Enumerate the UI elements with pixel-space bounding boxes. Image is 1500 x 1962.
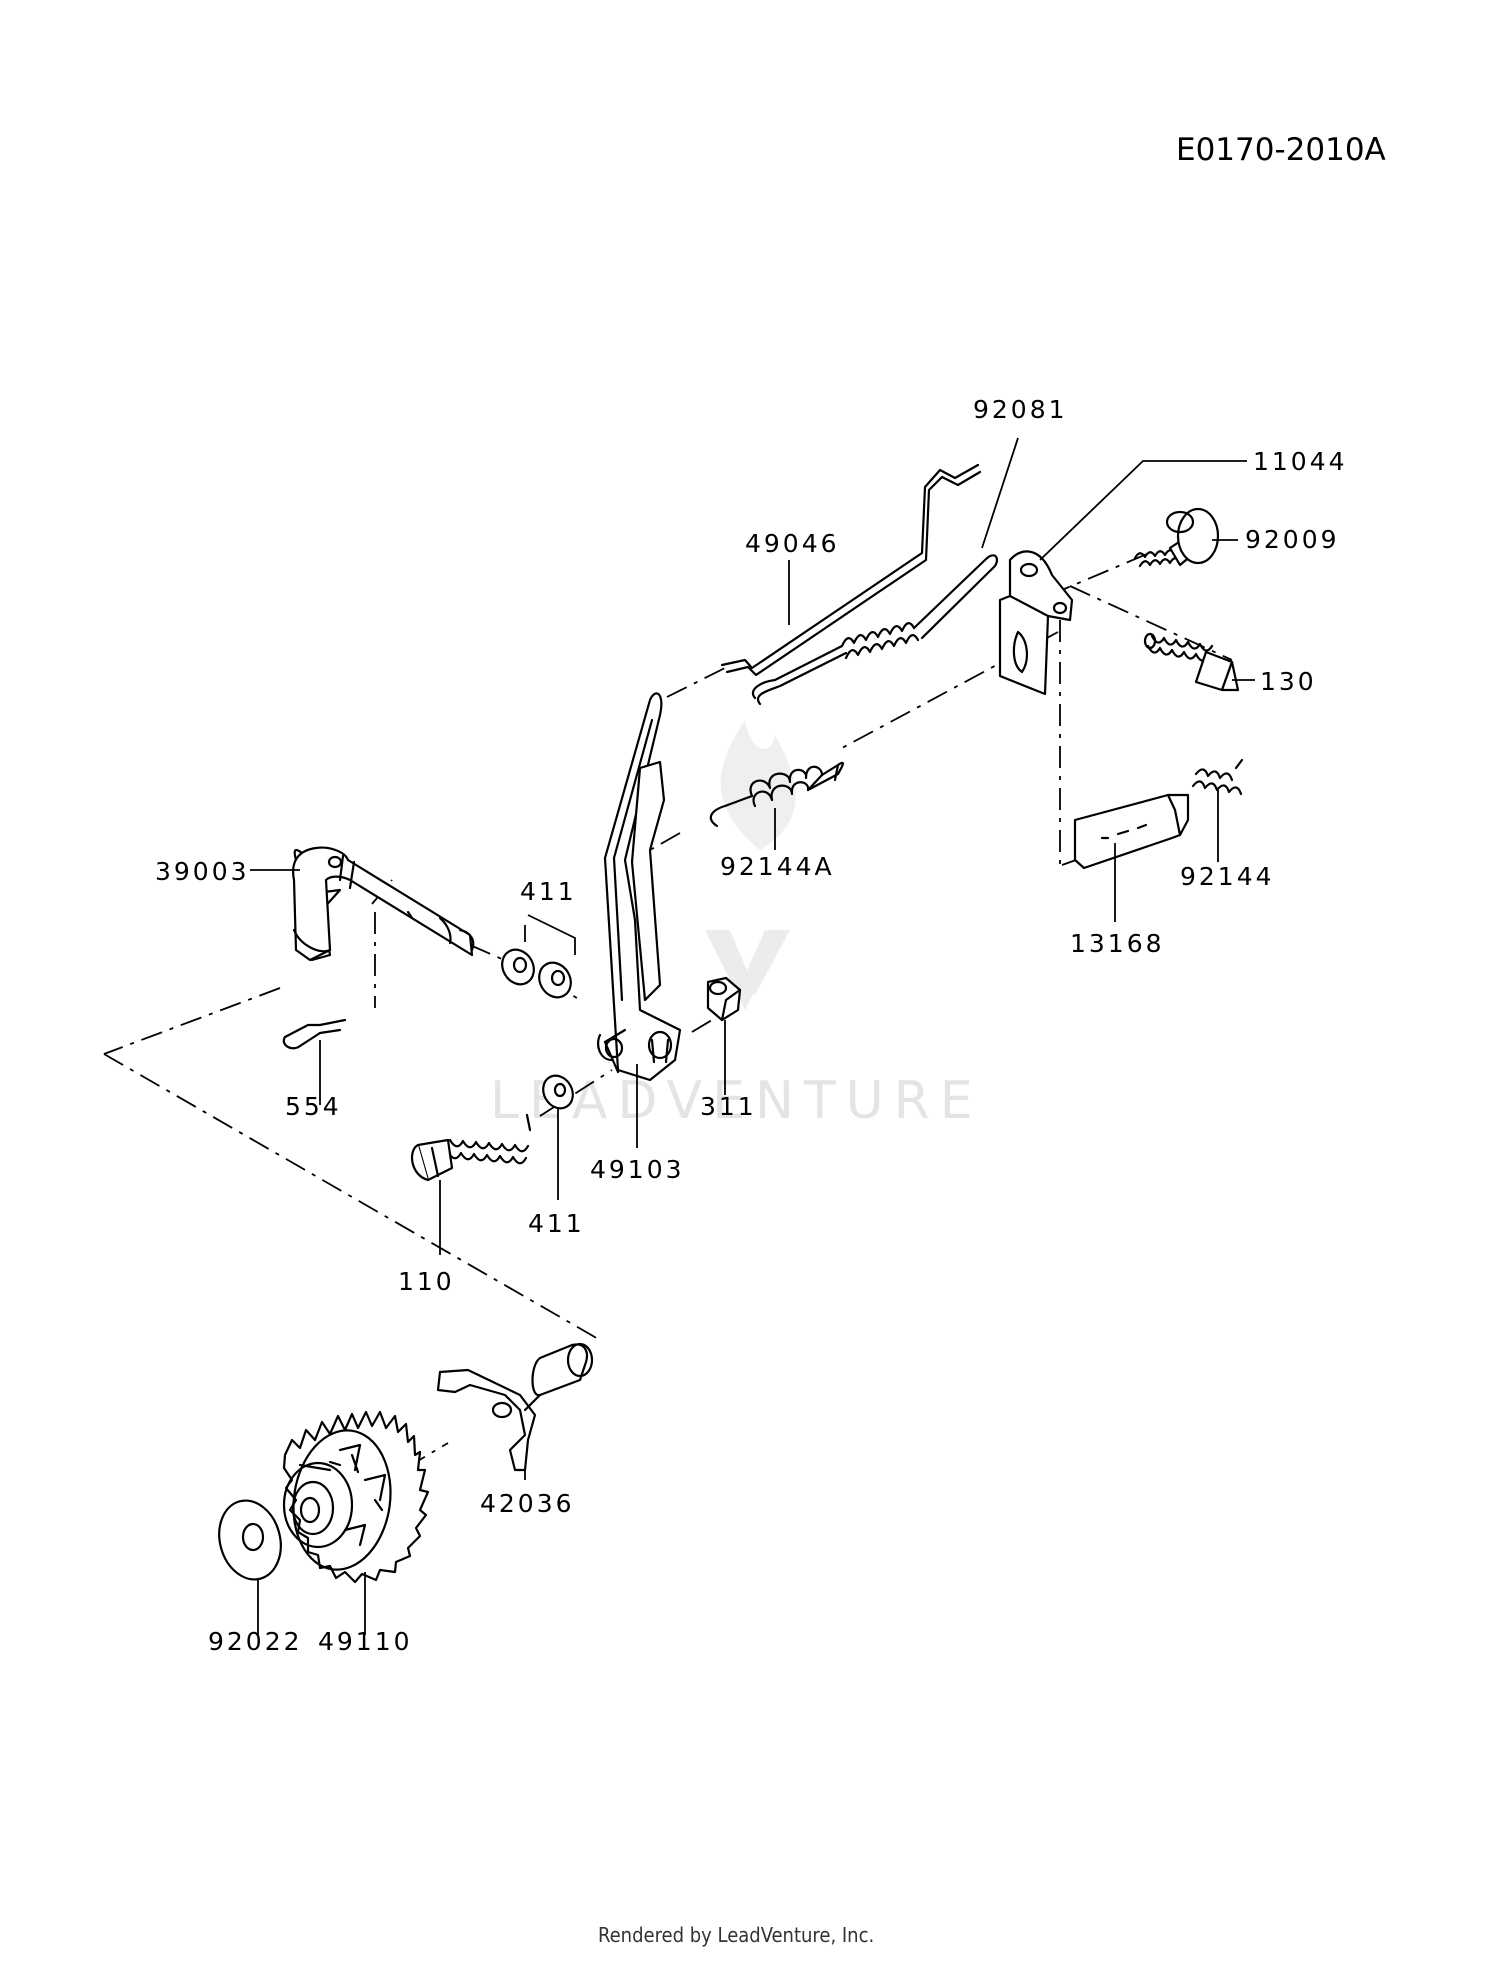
part-311-nut bbox=[706, 976, 742, 1022]
label-411-top: 411 bbox=[520, 877, 577, 906]
part-13168-plate bbox=[1073, 793, 1190, 870]
part-49110-gear bbox=[282, 1410, 430, 1584]
label-13168: 13168 bbox=[1070, 929, 1165, 958]
label-49103: 49103 bbox=[590, 1155, 685, 1184]
diagram-code: E0170-2010A bbox=[1176, 132, 1386, 168]
label-49110: 49110 bbox=[318, 1627, 413, 1656]
part-92022-washer bbox=[218, 1499, 282, 1581]
label-42036: 42036 bbox=[480, 1489, 575, 1518]
label-130: 130 bbox=[1260, 667, 1317, 696]
label-554: 554 bbox=[285, 1092, 342, 1121]
part-92009-bolt bbox=[1133, 507, 1220, 568]
part-411-washers-top bbox=[501, 914, 576, 999]
part-11044-bracket bbox=[998, 550, 1074, 696]
part-42036-shaft bbox=[436, 1342, 594, 1472]
label-49046: 49046 bbox=[745, 529, 840, 558]
label-11044: 11044 bbox=[1253, 447, 1348, 476]
leader-lines bbox=[250, 437, 1255, 1635]
label-39003: 39003 bbox=[155, 857, 250, 886]
part-92081-spring bbox=[751, 554, 999, 706]
part-labels: 92081 11044 49046 92009 130 39003 411 92… bbox=[155, 395, 1348, 1656]
part-49103-lever bbox=[596, 692, 682, 1082]
watermark: LEADVENTURE bbox=[490, 720, 973, 1131]
part-411-washer-bottom bbox=[542, 1074, 574, 1110]
label-411-bottom: 411 bbox=[528, 1209, 585, 1238]
part-92144-spring bbox=[1191, 758, 1244, 796]
footer-credit: Rendered by LeadVenture, Inc. bbox=[598, 1923, 874, 1947]
label-92022: 92022 bbox=[208, 1627, 303, 1656]
label-311: 311 bbox=[700, 1092, 757, 1121]
label-92144: 92144 bbox=[1180, 862, 1275, 891]
label-92081: 92081 bbox=[973, 395, 1068, 424]
part-554-pin bbox=[282, 1018, 347, 1050]
part-92144A-spring bbox=[709, 761, 845, 828]
part-49046-rod bbox=[720, 463, 982, 677]
label-110: 110 bbox=[398, 1267, 455, 1296]
part-39003-shaft bbox=[292, 846, 475, 962]
part-110-bolt bbox=[410, 1113, 532, 1182]
part-130-bolt bbox=[1143, 632, 1240, 692]
label-92009: 92009 bbox=[1245, 525, 1340, 554]
label-92144A: 92144A bbox=[720, 852, 835, 881]
